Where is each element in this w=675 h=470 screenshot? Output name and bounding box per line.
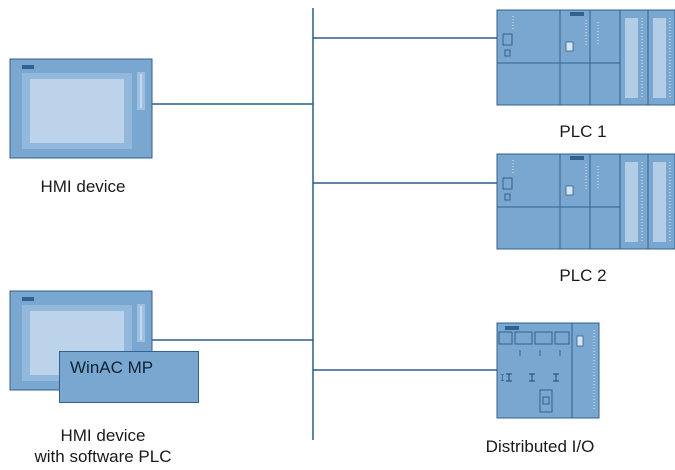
plc2-label: PLC 2	[559, 266, 607, 285]
hmi-device-label: HMI device	[40, 177, 126, 196]
hmi-panel-icon	[9, 58, 153, 159]
plc-rack-icon	[496, 153, 675, 250]
distributed-io-label: Distributed I/O	[485, 437, 595, 456]
io-module-icon: ꕯ	[496, 322, 600, 419]
plc1-label: PLC 1	[559, 122, 607, 141]
hmi-software-plc-label-line1: HMI device	[60, 426, 146, 445]
svg-text:ꕯ: ꕯ	[500, 374, 505, 384]
plc-rack-icon	[496, 9, 675, 106]
winac-mp-label: WinAC MP	[59, 351, 199, 403]
hmi-software-plc-label-line2: with software PLC	[34, 447, 172, 466]
